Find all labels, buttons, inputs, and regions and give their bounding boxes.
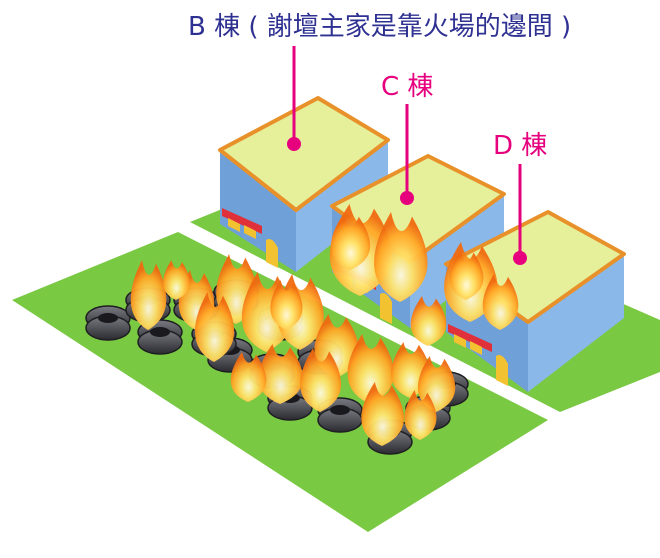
flame: [410, 296, 447, 346]
flame: [270, 280, 303, 330]
pointer-d: [513, 164, 527, 265]
flame: [230, 352, 267, 402]
flame: [163, 260, 190, 300]
label-building-d: D 棟: [493, 131, 548, 161]
tire: [137, 319, 183, 355]
flame: [300, 348, 342, 412]
flame: [130, 260, 167, 330]
label-building-c: C 棟: [381, 72, 434, 102]
pointer-b: [287, 46, 301, 151]
tire: [85, 305, 131, 341]
flame: [331, 214, 371, 270]
flames: [130, 204, 519, 446]
flame: [347, 334, 394, 404]
flame: [374, 212, 428, 302]
flame: [482, 274, 519, 330]
flame: [449, 250, 484, 300]
flame: [404, 390, 437, 440]
flame: [195, 292, 235, 362]
pointer-c: [400, 104, 414, 205]
flame: [258, 344, 303, 404]
flame: [361, 382, 405, 446]
label-building-b: B 棟 ( 謝壇主家是靠火場的邊間 ): [188, 12, 572, 42]
